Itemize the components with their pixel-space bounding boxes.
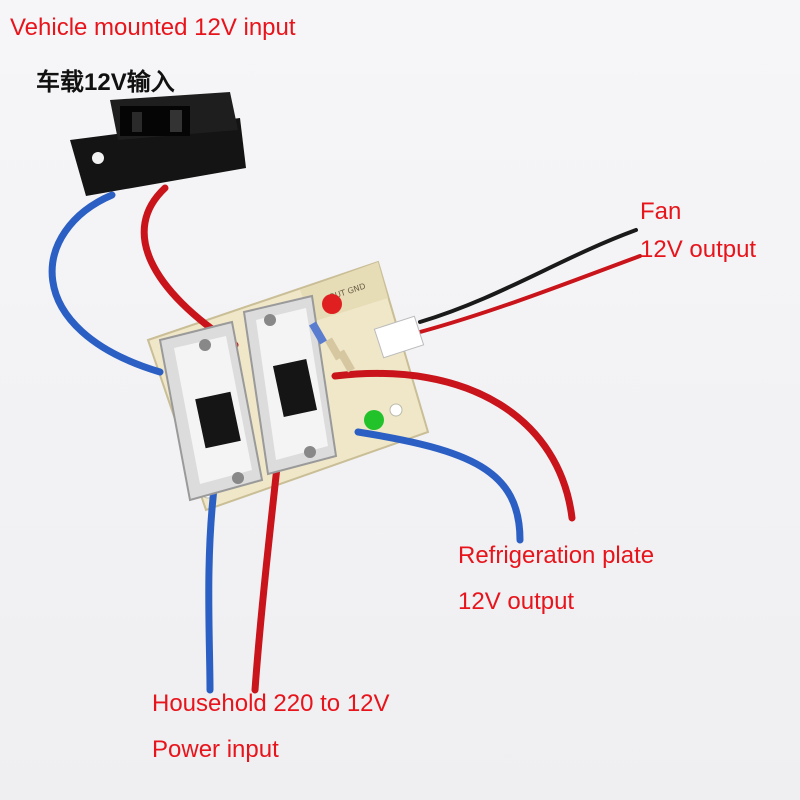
label-refrigeration-output: 12V output: [458, 588, 575, 615]
label-vehicle-input: Vehicle mounted 12V input: [10, 14, 296, 41]
label-household-input: Power input: [152, 736, 279, 763]
car-power-socket: [70, 92, 246, 196]
slide-switch-right: [242, 294, 338, 476]
label-fan: Fan: [640, 198, 682, 225]
label-refrigeration: Refrigeration plate: [458, 542, 655, 569]
label-household: Household 220 to 12V: [152, 690, 390, 717]
label-fan-output: 12V output: [640, 236, 757, 263]
wires: [48, 184, 642, 694]
connector: [373, 315, 425, 359]
components: [309, 294, 425, 430]
slide-switch-left: [158, 320, 264, 502]
red-led: [322, 294, 342, 314]
label-vehicle-input-cn: 车载12V输入: [36, 69, 175, 96]
green-led: [364, 410, 384, 430]
